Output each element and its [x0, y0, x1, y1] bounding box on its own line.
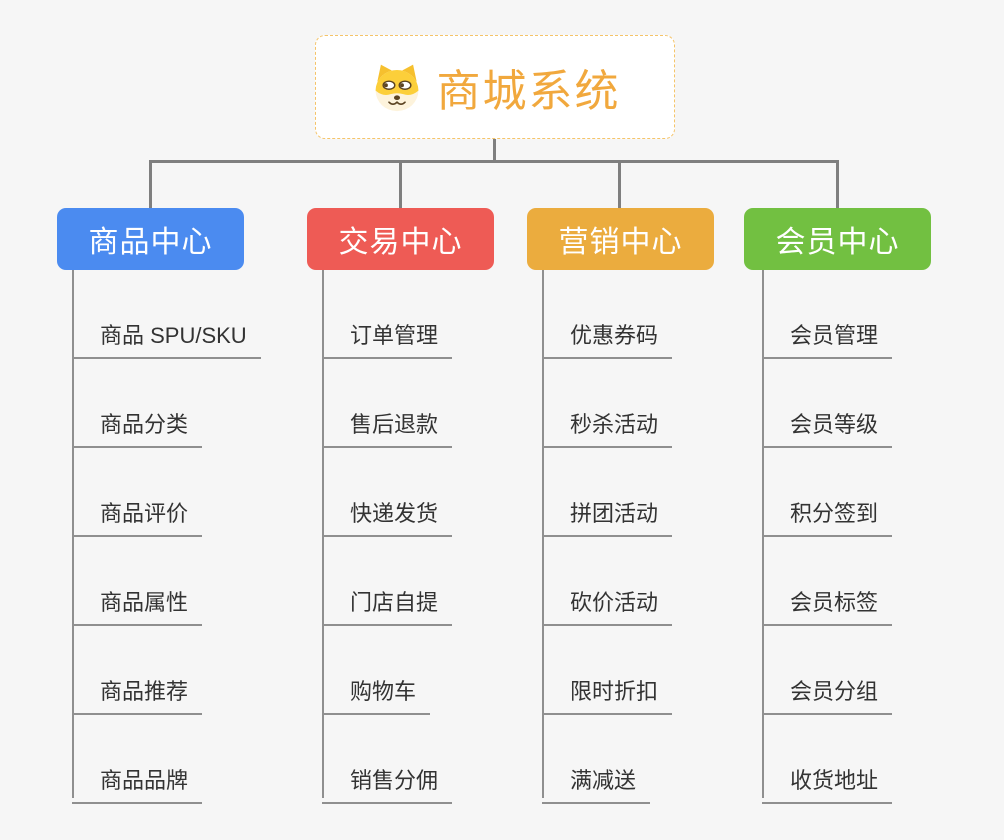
leaf-topic[interactable]: 积分签到 [762, 500, 893, 537]
trunk-line [542, 270, 544, 798]
trunk-line [762, 270, 764, 798]
leaf-topic[interactable]: 商品分类 [72, 411, 203, 448]
drop-line-marketing [618, 160, 621, 208]
trunk-line [322, 270, 324, 798]
branch-rail-line [149, 160, 839, 163]
root-stem-line [493, 139, 496, 162]
leaf-topic[interactable]: 商品推荐 [72, 678, 203, 715]
root-topic-label: 商城系统 [436, 67, 621, 116]
leaf-topic[interactable]: 会员管理 [762, 322, 893, 359]
leaf-topic[interactable]: 商品属性 [72, 589, 203, 626]
dog-face-icon [370, 62, 424, 112]
leaf-topic[interactable]: 拼团活动 [542, 500, 673, 537]
leaf-topic[interactable]: 限时折扣 [542, 678, 673, 715]
trunk-line [72, 270, 74, 798]
leaf-topic[interactable]: 门店自提 [322, 589, 453, 626]
leaf-topic[interactable]: 商品评价 [72, 500, 203, 537]
leaf-topic[interactable]: 商品 SPU/SKU [72, 322, 261, 359]
leaf-topic[interactable]: 满减送 [542, 767, 651, 804]
leaf-topic[interactable]: 会员分组 [762, 678, 893, 715]
leaf-topic[interactable]: 砍价活动 [542, 589, 673, 626]
leaf-topic[interactable]: 订单管理 [322, 322, 453, 359]
drop-line-member [836, 160, 839, 208]
branch-children-marketing-center: 优惠券码 秒杀活动 拼团活动 砍价活动 限时折扣 满减送 [542, 270, 673, 804]
branch-box-product-center[interactable]: 商品中心 [57, 208, 244, 270]
branch-box-member-center[interactable]: 会员中心 [744, 208, 931, 270]
leaf-topic[interactable]: 销售分佣 [322, 767, 453, 804]
leaf-topic[interactable]: 快递发货 [322, 500, 453, 537]
drop-line-transaction [399, 160, 402, 208]
leaf-topic[interactable]: 秒杀活动 [542, 411, 673, 448]
branch-children-product-center: 商品 SPU/SKU 商品分类 商品评价 商品属性 商品推荐 商品品牌 [72, 270, 261, 804]
branch-box-marketing-center[interactable]: 营销中心 [527, 208, 714, 270]
leaf-topic[interactable]: 优惠券码 [542, 322, 673, 359]
leaf-topic[interactable]: 会员标签 [762, 589, 893, 626]
branch-box-transaction-center[interactable]: 交易中心 [307, 208, 494, 270]
branch-children-member-center: 会员管理 会员等级 积分签到 会员标签 会员分组 收货地址 [762, 270, 893, 804]
leaf-topic[interactable]: 收货地址 [762, 767, 893, 804]
leaf-topic[interactable]: 购物车 [322, 678, 431, 715]
leaf-topic[interactable]: 售后退款 [322, 411, 453, 448]
branch-children-transaction-center: 订单管理 售后退款 快递发货 门店自提 购物车 销售分佣 [322, 270, 453, 804]
leaf-topic[interactable]: 会员等级 [762, 411, 893, 448]
drop-line-product [149, 160, 152, 208]
leaf-topic[interactable]: 商品品牌 [72, 767, 203, 804]
root-topic[interactable]: 商城系统 [315, 35, 675, 139]
